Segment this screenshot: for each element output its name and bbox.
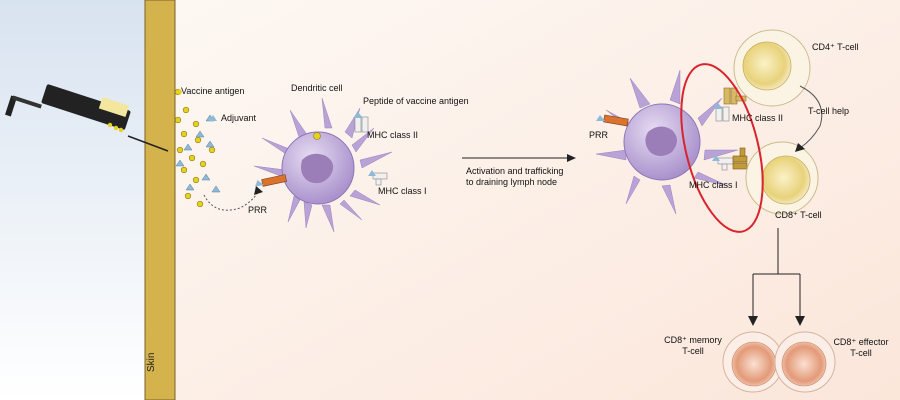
mhc-class-ii-left-icon <box>353 112 369 133</box>
mhc-class-i-left-label: MHC class I <box>378 186 427 196</box>
dendritic-cell-label: Dendritic cell <box>291 83 343 93</box>
prr-receptor-left-icon <box>254 174 287 187</box>
highlight-ellipse <box>680 63 764 233</box>
vaccine-antigen-label: Vaccine antigen <box>181 86 245 96</box>
cd8-effector-tcell <box>774 331 836 393</box>
mhc-class-i-right-icon <box>712 155 734 171</box>
cd4-tcell-label: CD4⁺ T-cell <box>812 42 859 52</box>
adjuvant-label: Adjuvant <box>221 113 257 123</box>
peptide-label: Peptide of vaccine antigen <box>363 96 469 106</box>
legend-antigen-dot <box>176 89 182 95</box>
differentiation-tree <box>752 228 801 316</box>
dendritic-cell-left <box>253 97 393 233</box>
cd8-memory-tcell <box>722 331 784 393</box>
mhc-class-i-right-label: MHC class I <box>689 180 738 190</box>
tcell-help-arrow <box>799 85 823 149</box>
cd4-tcell <box>733 29 811 107</box>
mhc-class-ii-right-icon <box>713 103 730 122</box>
activation-label-line2: to draining lymph node <box>466 177 558 187</box>
uptake-arrow <box>203 191 259 211</box>
skin-label: Skin <box>146 352 157 372</box>
skin-band <box>144 0 176 400</box>
tcr-cd8-icon <box>732 147 748 170</box>
tcell-help-arrowhead <box>795 143 805 152</box>
effector-arrowhead <box>795 316 805 326</box>
prr-right-label: PRR <box>589 130 609 140</box>
cd8-memory-label-line2: T-cell <box>682 346 704 356</box>
cd8-tcell <box>745 141 819 215</box>
cd8-memory-label-line1: CD8⁺ memory <box>664 335 722 345</box>
mhc-class-i-left-icon <box>368 170 388 186</box>
mhc-class-ii-left-label: MHC class II <box>367 130 419 140</box>
memory-arrowhead <box>748 316 758 326</box>
activation-label-line1: Activation and trafficking <box>466 166 564 176</box>
legend-adjuvant-triangle <box>209 115 217 121</box>
tcell-help-label: T-cell help <box>808 106 850 116</box>
prr-receptor-right-icon <box>596 114 629 127</box>
cd8-effector-label-line1: CD8⁺ effector <box>833 337 889 347</box>
activation-arrowhead <box>567 154 576 162</box>
uptake-arrowhead <box>254 186 263 195</box>
prr-left-label: PRR <box>248 205 268 215</box>
syringe-icon <box>5 84 169 152</box>
cd8-tcell-label: CD8⁺ T-cell <box>775 210 822 220</box>
mhc-class-ii-right-label: MHC class II <box>732 113 784 123</box>
sky-background <box>0 0 145 400</box>
cd8-effector-label-line2: T-cell <box>850 348 872 358</box>
adjuvant-particles <box>175 114 221 193</box>
